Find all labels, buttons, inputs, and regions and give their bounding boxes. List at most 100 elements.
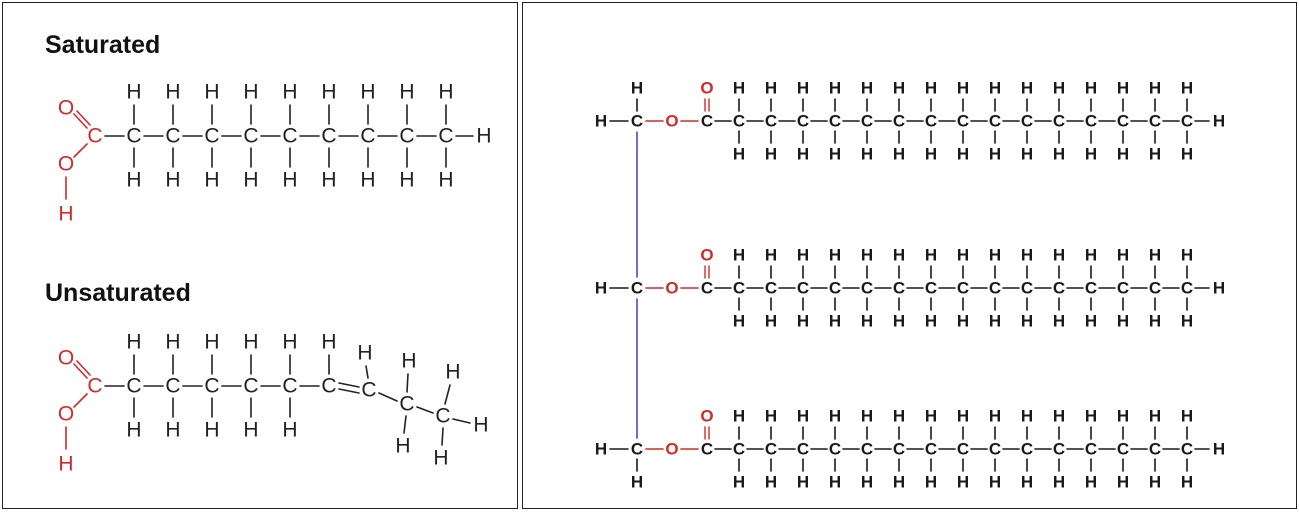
hydrogen-atom: H <box>797 473 809 492</box>
hydrogen-atom: H <box>957 473 969 492</box>
ester-oxygen-atom: O <box>665 112 678 131</box>
hydrogen-atom: H <box>1149 473 1161 492</box>
carbon-atom: C <box>243 375 258 398</box>
c-h-bond <box>441 427 444 446</box>
hydrogen-atom: H <box>989 145 1001 164</box>
glycerol-hydrogen-atom: H <box>631 79 643 98</box>
hydrogen-atom: H <box>321 331 336 354</box>
hydrogen-atom: H <box>925 407 937 426</box>
carbonyl-oxygen-atom: O <box>58 97 74 120</box>
carbon-atom: C <box>733 440 745 459</box>
hydrogen-atom: H <box>1085 145 1097 164</box>
hydrogen-atom: H <box>861 79 873 98</box>
carbon-atom: C <box>1149 279 1161 298</box>
hydrogen-atom: H <box>438 81 453 104</box>
carbon-atom: C <box>1181 440 1193 459</box>
hydrogen-atom: H <box>733 473 745 492</box>
hydroxyl-oxygen-atom: O <box>58 403 74 426</box>
hydrogen-atom: H <box>861 473 873 492</box>
carbon-atom: C <box>1117 279 1129 298</box>
carbon-atom: C <box>957 112 969 131</box>
carbon-atom: C <box>893 112 905 131</box>
hydrogen-atom: H <box>282 169 297 192</box>
carbonyl-double-bond <box>76 110 91 126</box>
carbon-atom: C <box>321 125 336 148</box>
hydrogen-atom: H <box>733 246 745 265</box>
carbon-atom: C <box>435 405 450 428</box>
hydrogen-atom: H <box>1181 145 1193 164</box>
hydrogen-atom: H <box>829 145 841 164</box>
carbonyl-oxygen-atom: O <box>700 407 713 426</box>
carbon-atom: C <box>1149 440 1161 459</box>
hydrogen-atom: H <box>165 419 180 442</box>
hydrogen-atom: H <box>861 246 873 265</box>
carbon-atom: C <box>361 379 376 402</box>
hydrogen-atom: H <box>733 407 745 426</box>
carbon-atom: C <box>925 112 937 131</box>
carbon-atom: C <box>399 125 414 148</box>
hydrogen-atom: H <box>765 145 777 164</box>
hydrogen-atom: H <box>1053 312 1065 331</box>
terminal-hydrogen-atom: H <box>1213 112 1225 131</box>
carbon-atom: C <box>829 440 841 459</box>
hydrogen-atom: H <box>1117 145 1129 164</box>
carbon-atom: C <box>1021 112 1033 131</box>
unsaturated-title: Unsaturated <box>45 279 191 307</box>
carboxyl-carbon-atom: C <box>87 125 102 148</box>
c-h-bond <box>403 415 407 434</box>
carbon-atom: C <box>957 279 969 298</box>
hydrogen-atom: H <box>765 407 777 426</box>
hydrogen-atom: H <box>733 145 745 164</box>
terminal-hydrogen-atom: H <box>476 125 491 148</box>
carbon-atom: C <box>893 440 905 459</box>
hydrogen-atom: H <box>204 169 219 192</box>
carbon-atom: C <box>1053 279 1065 298</box>
hydrogen-atom: H <box>204 419 219 442</box>
hydrogen-atom: H <box>989 473 1001 492</box>
carbonyl-double-bond <box>76 360 91 376</box>
hydrogen-atom: H <box>925 246 937 265</box>
hydrogen-atom: H <box>204 331 219 354</box>
glycerol-hydrogen-atom: H <box>595 440 607 459</box>
hydrogen-atom: H <box>829 246 841 265</box>
saturated-title: Saturated <box>45 31 160 59</box>
hydrogen-atom: H <box>893 145 905 164</box>
hydrogen-atom: H <box>1021 246 1033 265</box>
carbon-atom: C <box>925 279 937 298</box>
carbon-atom: C <box>1085 279 1097 298</box>
hydrogen-atom: H <box>989 312 1001 331</box>
hydrogen-atom: H <box>399 81 414 104</box>
hydrogen-atom: H <box>925 473 937 492</box>
hydrogen-atom: H <box>401 350 416 373</box>
hydrogen-atom: H <box>1021 407 1033 426</box>
hydrogen-atom: H <box>797 407 809 426</box>
hydrogen-atom: H <box>957 145 969 164</box>
hydrogen-atom: H <box>204 81 219 104</box>
carbon-atom: C <box>733 279 745 298</box>
hydrogen-atom: H <box>829 473 841 492</box>
hydrogen-atom: H <box>1149 145 1161 164</box>
hydrogen-atom: H <box>829 407 841 426</box>
hydrogen-atom: H <box>1149 246 1161 265</box>
hydrogen-atom: H <box>1117 312 1129 331</box>
terminal-hydrogen-atom: H <box>473 414 488 437</box>
hydrogen-atom: H <box>797 246 809 265</box>
carbon-atom: C <box>797 279 809 298</box>
hydrogen-atom: H <box>1085 407 1097 426</box>
carbon-atom: C <box>1149 112 1161 131</box>
hydrogen-atom: H <box>1149 312 1161 331</box>
ester-oxygen-atom: O <box>665 279 678 298</box>
hydroxyl-hydrogen-atom: H <box>58 453 73 476</box>
carbon-atom: C <box>765 440 777 459</box>
c-h-bond <box>444 384 451 405</box>
hydrogen-atom: H <box>321 81 336 104</box>
carbon-atom: C <box>165 375 180 398</box>
hydrogen-atom: H <box>733 79 745 98</box>
carbon-atom: C <box>1181 112 1193 131</box>
hydrogen-atom: H <box>733 312 745 331</box>
glycerol-hydrogen-atom: H <box>595 279 607 298</box>
carbon-atom: C <box>989 440 1001 459</box>
carbon-atom: C <box>1181 279 1193 298</box>
